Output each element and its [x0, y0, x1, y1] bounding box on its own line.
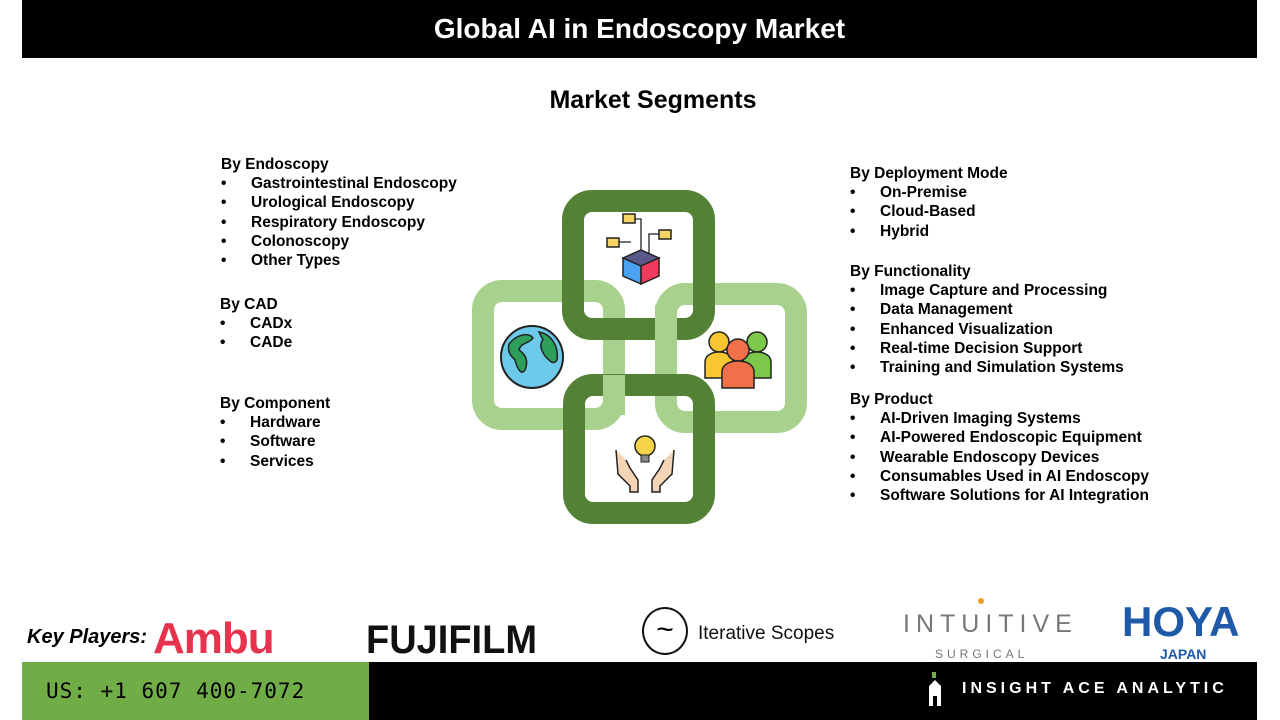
hoya-japan-text: JAPAN: [1160, 646, 1207, 662]
list-item: Colonoscopy: [221, 232, 457, 251]
hoya-logo: HOYA: [1122, 598, 1240, 645]
phone-number: US: +1 607 400-7072: [22, 662, 369, 720]
segment-deployment: By Deployment ModeOn-PremiseCloud-BasedH…: [850, 164, 1008, 241]
list-item: Services: [220, 452, 330, 471]
list-item: CADx: [220, 314, 292, 333]
intuitive-logo: INTUITIVE: [903, 610, 1078, 638]
ring-bottom: [563, 374, 715, 524]
page-title: Global AI in Endoscopy Market: [22, 0, 1257, 58]
iterative-scopes-logo: Iterative Scopes: [698, 623, 835, 644]
segment-endoscopy: By EndoscopyGastrointestinal EndoscopyUr…: [221, 155, 457, 270]
list-item: Hybrid: [850, 222, 1008, 241]
segment-list: HardwareSoftwareServices: [220, 413, 330, 471]
segment-list: On-PremiseCloud-BasedHybrid: [850, 183, 1008, 241]
list-item: Software: [220, 432, 330, 451]
segment-title: By Functionality: [850, 263, 971, 280]
insight-ace-logo-icon: [929, 672, 941, 706]
list-item: On-Premise: [850, 183, 1008, 202]
globe-icon: [500, 325, 564, 389]
list-item: Cloud-Based: [850, 202, 1008, 221]
list-item: Gastrointestinal Endoscopy: [221, 174, 457, 193]
list-item: Urological Endoscopy: [221, 193, 457, 212]
hands-lightbulb-icon: [615, 435, 675, 493]
list-item: Consumables Used in AI Endoscopy: [850, 467, 1149, 486]
segment-list: Gastrointestinal EndoscopyUrological End…: [221, 174, 457, 270]
list-item: AI-Powered Endoscopic Equipment: [850, 428, 1149, 447]
intuitive-dot: [978, 598, 984, 604]
list-item: Training and Simulation Systems: [850, 358, 1124, 377]
ring-overlap: [603, 375, 625, 415]
list-item: AI-Driven Imaging Systems: [850, 409, 1149, 428]
segment-cad: By CADCADxCADe: [220, 295, 292, 353]
segment-title: By Product: [850, 391, 933, 408]
key-players-label: Key Players:: [27, 626, 148, 648]
segment-component: By ComponentHardwareSoftwareServices: [220, 394, 330, 471]
data-cube-icon: [606, 213, 672, 286]
list-item: Respiratory Endoscopy: [221, 213, 457, 232]
list-item: Other Types: [221, 251, 457, 270]
list-item: Image Capture and Processing: [850, 281, 1124, 300]
people-group-icon: [704, 331, 772, 389]
surgical-logo-text: SURGICAL: [935, 647, 1029, 661]
fujifilm-logo: FUJIFILM: [366, 618, 537, 662]
ring-overlap: [655, 305, 677, 340]
footer-bar: [369, 662, 1257, 720]
brand-name: INSIGHT ACE ANALYTIC: [962, 680, 1228, 697]
section-title: Market Segments: [549, 86, 757, 114]
list-item: Enhanced Visualization: [850, 320, 1124, 339]
list-item: Wearable Endoscopy Devices: [850, 448, 1149, 467]
list-item: Software Solutions for AI Integration: [850, 486, 1149, 505]
segment-title: By CAD: [220, 296, 278, 313]
segment-list: Image Capture and ProcessingData Managem…: [850, 281, 1124, 377]
segment-product: By ProductAI-Driven Imaging SystemsAI-Po…: [850, 390, 1149, 505]
segment-list: CADxCADe: [220, 314, 292, 353]
segment-list: AI-Driven Imaging SystemsAI-Powered Endo…: [850, 409, 1149, 505]
ambu-logo: Ambu: [153, 614, 275, 663]
segment-functionality: By FunctionalityImage Capture and Proces…: [850, 262, 1124, 377]
iterative-scopes-wave-icon: ~: [642, 607, 688, 655]
list-item: Data Management: [850, 300, 1124, 319]
segment-title: By Deployment Mode: [850, 165, 1008, 182]
list-item: Real-time Decision Support: [850, 339, 1124, 358]
list-item: CADe: [220, 333, 292, 352]
list-item: Hardware: [220, 413, 330, 432]
segment-title: By Endoscopy: [221, 156, 329, 173]
segment-title: By Component: [220, 395, 331, 412]
